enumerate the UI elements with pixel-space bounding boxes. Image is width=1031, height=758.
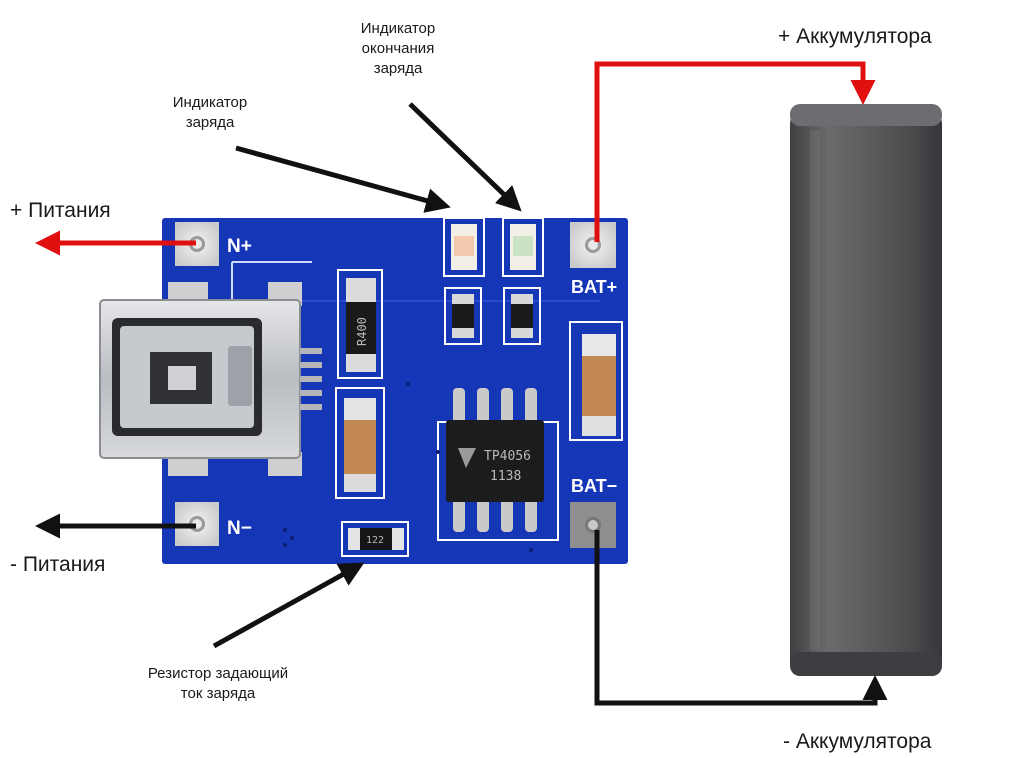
plus-battery-label: + Аккумулятора [778,25,932,48]
battery-plus-wire [594,61,876,242]
resistor-pointer [212,562,365,649]
led-resistor-2 [503,287,541,345]
done-indicator-line3: заряда [373,60,423,77]
battery-plus-pad: BAT+ [570,222,617,297]
tp4056-chip: TP4056 1138 [437,388,559,541]
input-capacitor [335,387,385,499]
battery-minus-wire [594,530,888,706]
charge-indicator-label: Индикатор заряда [150,93,270,133]
charge-indicator-line1: Индикатор [172,94,248,111]
chip-mark-2: 1138 [490,469,521,484]
chip-mark-1: TP4056 [484,449,531,464]
battery-minus-pad: BAT− [570,476,617,548]
lithium-battery-cell [790,104,942,676]
done-indicator-line2: окончания [361,40,435,57]
charge-indicator-pointer [235,145,451,213]
charge-led [443,217,485,277]
done-indicator-pointer [408,102,522,212]
program-resistor: 122 [341,521,409,557]
done-led [502,217,544,277]
minus-battery-label: - Аккумулятора [783,730,932,753]
bat-minus-silk: BAT− [571,476,617,496]
output-capacitor [569,321,623,441]
mini-usb-connector [99,282,533,552]
resistor-line1: Резистор задающий [147,665,289,682]
done-indicator-line1: Индикатор [360,20,436,37]
in-minus-silk: N− [227,518,252,539]
r122-mark: 122 [366,535,384,546]
bat-plus-silk: BAT+ [571,277,617,297]
r400-mark: R400 [355,317,369,346]
led-resistor-1 [444,287,482,345]
resistor-line2: ток заряда [180,685,256,702]
current-sense-resistor: R400 [337,269,383,379]
resistor-label: Резистор задающий ток заряда [118,664,318,704]
charge-indicator-line2: заряда [185,114,235,131]
done-indicator-label: Индикатор окончания заряда [338,19,458,79]
plus-power-label: + Питания [10,199,111,222]
minus-power-label: - Питания [10,553,106,576]
in-plus-silk: N+ [227,236,252,257]
